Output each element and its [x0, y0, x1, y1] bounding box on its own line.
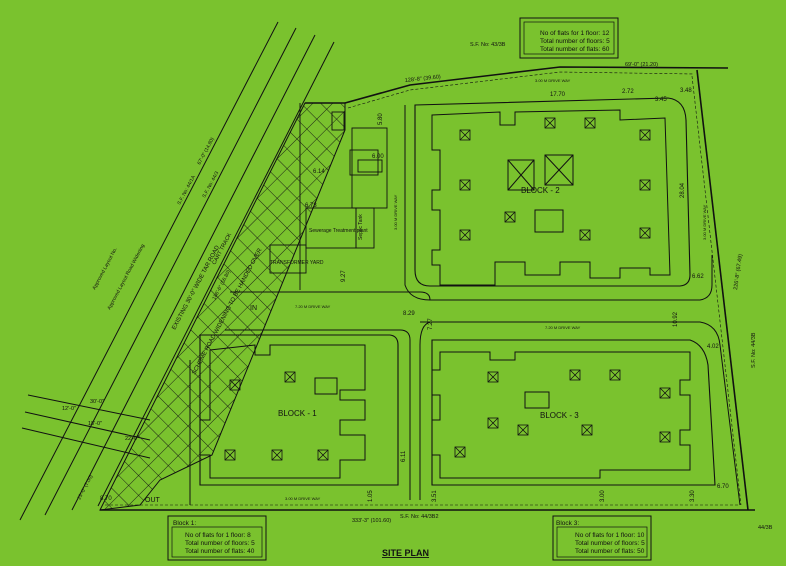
- building-block-1: [199, 344, 366, 479]
- boundary-bottom-length: 333'-3" (101.60): [352, 518, 391, 524]
- drive-top-label: 3.00 M DRIVE WAY: [535, 78, 571, 83]
- septic-tank-label: Septic Tank: [358, 214, 364, 240]
- utility-structures: [269, 103, 388, 290]
- site-boundary: [100, 66, 755, 511]
- survey-road-2-label: S.F. No: 44/3: [201, 170, 220, 199]
- out-gate-label: OUT: [145, 497, 161, 504]
- drive-right-label: 3.00 M DRIVE WAY: [702, 204, 707, 240]
- block-1-info-box: Block 1: No of flats for 1 floor: 8 Tota…: [167, 515, 267, 561]
- drive-way-1-label: 7.20 M DRIVE WAY: [295, 304, 331, 309]
- dim-label: 3.48: [680, 88, 692, 94]
- dimension-labels: 17.70 2.72 3.45 3.48 5.80 6.00 6.14 6.73…: [100, 88, 729, 502]
- boundary-right-length: 226'-8" (67.49): [733, 254, 744, 291]
- drive-bottom-label: 3.00 M DRIVE WAY: [285, 496, 321, 501]
- dim-label: 10.92: [673, 311, 679, 327]
- block-2-total-flats: Total number of flats: 60: [540, 46, 610, 53]
- road-width-4: 22'-0": [125, 436, 139, 442]
- block-1-heading: Block 1:: [173, 520, 196, 527]
- in-gate-label: IN: [250, 305, 257, 312]
- dim-label: 5.80: [378, 113, 384, 125]
- flat-markers: [224, 117, 671, 461]
- dim-label: 3.00: [600, 490, 606, 502]
- building-block-2: [431, 109, 671, 286]
- drive-left-label: 3.00 M DRIVE WAY: [393, 194, 398, 230]
- block-3-floors: Total number of floors: 5: [575, 540, 645, 547]
- dim-label: 9.27: [341, 270, 347, 282]
- existing-road-lines: [19, 21, 335, 521]
- building-block-3: [431, 351, 691, 479]
- page-title: SITE PLAN: [382, 548, 429, 558]
- block-1-total-flats: Total number of flats: 40: [185, 548, 255, 555]
- block-2-info-box: No of flats for 1 floor: 12 Total number…: [519, 17, 619, 59]
- sewage-plant-label: Sewerage Treatment plant: [309, 228, 368, 234]
- dim-label: 6.00: [372, 154, 384, 160]
- road-widening-hatch: [99, 102, 346, 511]
- block-2-flats-per-floor: No of flats for 1 floor: 12: [540, 30, 610, 37]
- dim-label: 2.72: [622, 89, 634, 95]
- dim-label: 8.70: [100, 496, 112, 502]
- dim-label: 6.70: [717, 484, 729, 490]
- dim-label: 7.27: [428, 318, 434, 330]
- road-width-2: 12'-0": [62, 406, 76, 412]
- block-1-flats-per-floor: No of flats for 1 floor: 8: [185, 532, 251, 539]
- block-3-heading: Block 3:: [556, 520, 579, 527]
- survey-bottom-label: S.F. No: 44/3B2: [400, 514, 439, 520]
- block-3-flats-per-floor: No of flats for 1 floor: 10: [575, 532, 645, 539]
- block-3-label: BLOCK - 3: [540, 411, 579, 420]
- survey-top-label: S.F. No: 43/3B: [470, 42, 506, 48]
- block-1-label: BLOCK - 1: [278, 409, 317, 418]
- dim-label: 17.70: [550, 92, 566, 98]
- survey-bottom-right-label: 44/3B: [758, 525, 773, 531]
- dim-label: 1.05: [368, 490, 374, 502]
- approved-layout-no-label: Approved Layout No.: [91, 247, 118, 291]
- block-3-info-box: Block 3: No of flats for 1 floor: 10 Tot…: [552, 515, 652, 561]
- dim-label: 28.04: [680, 182, 686, 198]
- drive-ways: [189, 97, 741, 506]
- block-2-label: BLOCK - 2: [521, 186, 560, 195]
- dim-label: 4.02: [707, 344, 719, 350]
- block-3-total-flats: Total number of flats: 50: [575, 548, 645, 555]
- dim-label: 6.14: [313, 169, 325, 175]
- dim-label: 8.29: [403, 311, 415, 317]
- dim-label: 6.11: [401, 450, 407, 462]
- drive-way-2-label: 7.20 M DRIVE WAY: [545, 325, 581, 330]
- survey-road-1-label: S.F. No: 44/1A: [176, 174, 197, 206]
- transformer-yard-label: TRANSFORMER YARD: [270, 260, 324, 266]
- road-width-1: 30'-0": [90, 399, 104, 405]
- survey-right-label: S.F. No: 44/3B: [751, 332, 757, 368]
- boundary-top-right-length: 69'-0" (21.20): [625, 62, 658, 68]
- block-2-floors: Total number of floors: 5: [540, 38, 610, 45]
- dim-label: 6.62: [692, 274, 704, 280]
- boundary-top-length: 128'-8" (39.60): [405, 74, 442, 84]
- dim-label: 3.30: [690, 490, 696, 502]
- road-width-3: 18'-0": [88, 421, 102, 427]
- dim-label: 3.51: [432, 490, 438, 502]
- dim-label: 6.73: [305, 203, 317, 209]
- block-1-floors: Total number of floors: 5: [185, 540, 255, 547]
- dim-label: 3.45: [655, 97, 667, 103]
- boundary-bottom-left: 23'-0" (7.00): [76, 474, 94, 501]
